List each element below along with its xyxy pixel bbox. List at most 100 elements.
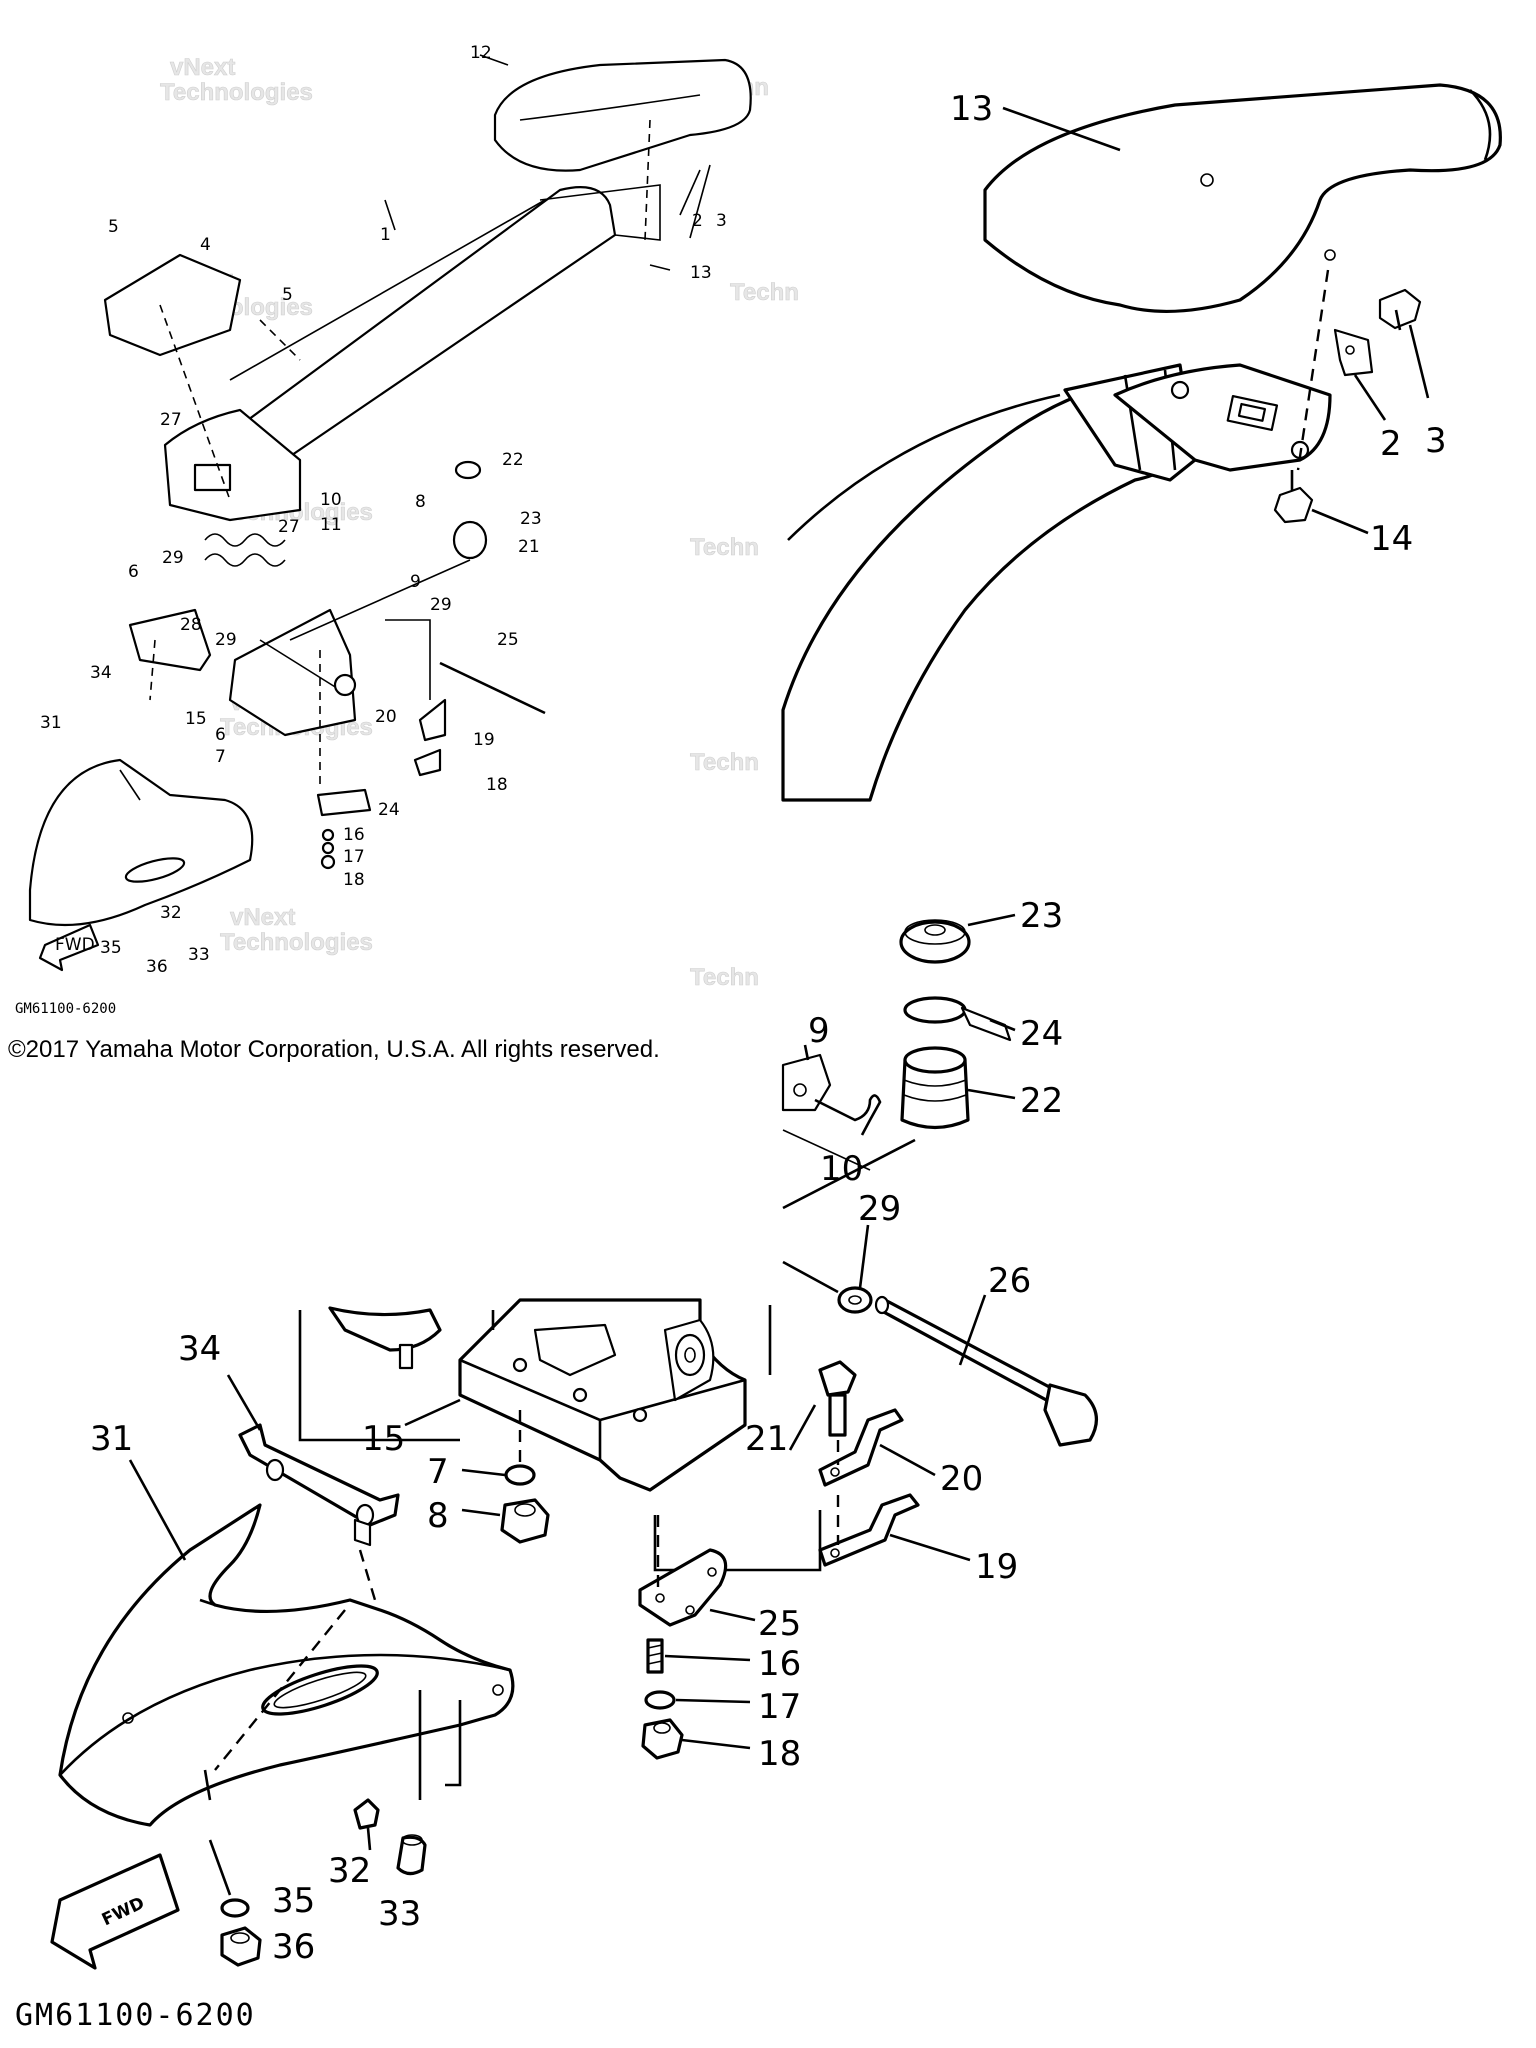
watermark-5a: vNext: [230, 904, 295, 931]
fwd-arrow-large: [50, 1853, 180, 1970]
callout-b-33: 33: [378, 1894, 421, 1934]
washer-7-large: [504, 1464, 536, 1486]
callout-o-22: 21: [518, 537, 540, 557]
callout-o-5b: 5: [282, 285, 293, 305]
callout-t-14: 14: [1370, 519, 1413, 559]
detail-top-seat: [781, 83, 1502, 802]
part-9-fragment: [781, 1053, 832, 1112]
pole-front-small: [163, 408, 302, 522]
callout-o-7: 6: [215, 725, 226, 745]
watermark-9: Techn: [690, 749, 759, 776]
callout-o-2: 2: [692, 211, 703, 231]
callout-o-23: 22: [502, 450, 524, 470]
cap-23-large: [899, 920, 971, 964]
screw-32-large: [353, 1798, 380, 1830]
callout-o-1: 1: [380, 225, 391, 245]
base-bracket-small: [228, 608, 357, 737]
callout-o-29b: 29: [430, 595, 452, 615]
callout-o-16: 16: [343, 825, 365, 845]
bumper-22-small: [452, 520, 488, 560]
watermark-layer: vNext Technologies vNext Technologies vN…: [160, 54, 800, 992]
callout-b-7: 7: [427, 1452, 449, 1492]
plate-19-small: [413, 748, 442, 777]
callout-o-25: 24: [378, 800, 400, 820]
watermark-1b: Technologies: [160, 79, 313, 106]
callout-o-8: 7: [215, 747, 226, 767]
callout-b-23: 23: [1020, 896, 1063, 936]
callout-b-22: 22: [1020, 1081, 1063, 1121]
nut-14-large: [1273, 486, 1314, 524]
callout-o-31: 31: [40, 713, 62, 733]
callout-b-25: 25: [758, 1604, 801, 1644]
callout-b-18: 18: [758, 1734, 801, 1774]
callout-o-18: 18: [343, 870, 365, 890]
callout-b-8: 8: [427, 1496, 449, 1536]
plate-20-small: [418, 698, 447, 742]
bolt-21-large: [818, 1360, 857, 1397]
lever-6-small: [128, 608, 212, 672]
callout-o-35: 35: [100, 938, 122, 958]
callout-o-33: 33: [188, 945, 210, 965]
nut-8-large: [500, 1498, 550, 1544]
callout-b-31: 31: [90, 1419, 133, 1459]
detail-top-callouts: 13 2 3 14: [950, 89, 1447, 559]
callout-o-28: 28: [180, 615, 202, 635]
nut-18-large: [641, 1718, 684, 1760]
callout-o-21: 20: [375, 707, 397, 727]
overview-callouts: 12 1 2 3 13 5 4 5 27 27 10 11 8 9 22 23 …: [15, 43, 727, 1017]
callout-o-32: 32: [160, 903, 182, 923]
callout-b-10: 10: [820, 1149, 863, 1189]
callout-o-17: 17: [343, 847, 365, 867]
front-cowl-large: [58, 1503, 515, 1827]
callout-b-20: 20: [940, 1459, 983, 1499]
collar-33-large: [396, 1835, 427, 1876]
callout-o-20: 19: [473, 730, 495, 750]
bolt-26-large: [878, 1298, 1057, 1404]
callout-t-2: 2: [1380, 424, 1402, 464]
callout-o-15: 15: [185, 709, 207, 729]
watermark-1a: vNext: [170, 54, 235, 81]
copyright-notice: ©2017 Yamaha Motor Corporation, U.S.A. A…: [8, 1036, 660, 1063]
callout-b-34: 34: [178, 1329, 221, 1369]
callout-b-21: 21: [745, 1419, 788, 1459]
callout-o-3: 3: [716, 211, 727, 231]
cap-23-small: [454, 460, 482, 480]
callout-b-24: 24: [1020, 1014, 1063, 1054]
callout-o-19: 18: [486, 775, 508, 795]
watermark-7: Techn: [730, 279, 799, 306]
watermark-8: Techn: [690, 534, 759, 561]
callout-o-30: 29: [162, 548, 184, 568]
callout-o-6: 6: [128, 562, 139, 582]
bracket-19-large: [818, 1493, 920, 1567]
callout-o-13: 12: [470, 43, 492, 63]
callout-o-34: 34: [90, 663, 112, 683]
callout-o-4: 4: [200, 235, 211, 255]
plate-25-large: [638, 1548, 728, 1627]
callout-b-26: 26: [988, 1261, 1031, 1301]
fwd-label-small: FWD: [55, 935, 95, 955]
callout-b-29: 29: [858, 1189, 901, 1229]
callout-b-15: 15: [362, 1419, 405, 1459]
callout-b-35: 35: [272, 1881, 315, 1921]
cover-4-small: [103, 253, 242, 357]
washer-17-large: [644, 1690, 676, 1710]
bumper-22-large: [900, 1058, 970, 1130]
callout-o-27a: 27: [160, 410, 182, 430]
callout-o-29a: 29: [215, 630, 237, 650]
callout-o-27b: 27: [278, 517, 300, 537]
callout-o-12: 11: [320, 515, 342, 535]
diagram-code-large: GM61100-6200: [15, 1998, 256, 2033]
callout-b-17: 17: [758, 1687, 801, 1727]
callout-o-24: 23: [520, 509, 542, 529]
washer-29-large: [837, 1286, 873, 1314]
seat-cushion-small: [493, 58, 752, 172]
watermark-5b: Technologies: [220, 929, 373, 956]
bracket-34-large: [238, 1423, 400, 1527]
bolt-3-large: [1378, 288, 1422, 330]
diagram-code-small: GM61100-6200: [15, 1001, 116, 1017]
overview-drawing: FWD: [28, 54, 752, 972]
seat-cushion-large: [983, 83, 1502, 314]
fwd-arrow-small: [38, 923, 100, 972]
